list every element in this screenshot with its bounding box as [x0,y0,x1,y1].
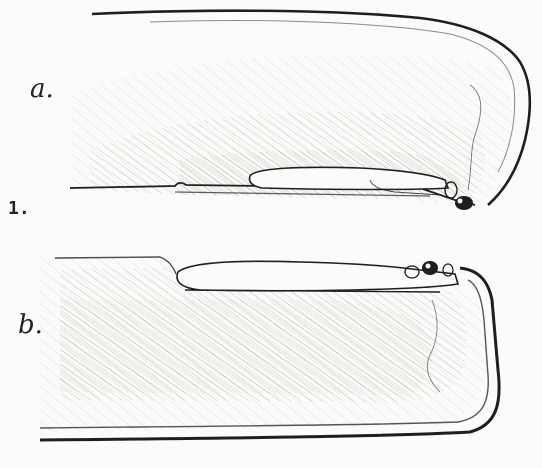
panel-a-specimen [70,11,530,210]
panel-b-label: b. [18,312,43,338]
figure-number-label: 1. [8,200,30,218]
panel-a-label: a. [30,76,54,102]
panel-b-specimen [40,257,499,440]
